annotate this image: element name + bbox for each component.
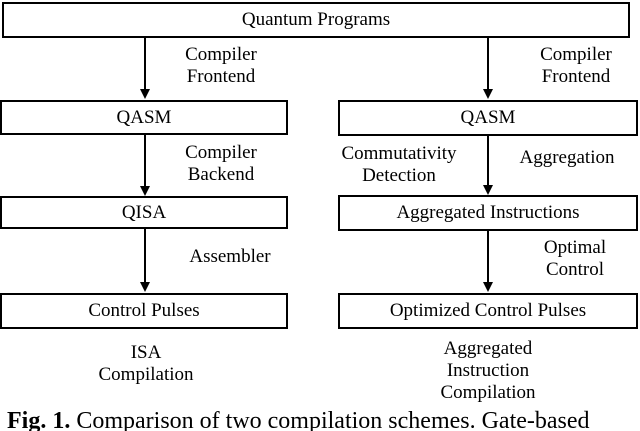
footer-aggregated-instruction-compilation: Aggregated Instruction Compilation: [440, 338, 536, 403]
flow-node-optimized-control-pulses: Optimized Control Pulses: [338, 293, 638, 329]
edge-label-assembler: Assembler: [189, 246, 271, 267]
arrow-left-assembler: [140, 229, 150, 292]
arrow-left-backend: [140, 135, 150, 196]
figure-caption-text: Comparison of two compilation schemes. G…: [70, 408, 590, 431]
figure-caption: Fig. 1. Comparison of two compilation sc…: [7, 406, 639, 431]
flow-node-qasm-right: QASM: [338, 100, 638, 136]
edge-label-commutativity-detection: Commutativity Detection: [341, 143, 457, 186]
edge-label-compiler-backend: Compiler Backend: [185, 142, 257, 185]
flow-node-quantum-programs: Quantum Programs: [2, 2, 630, 38]
arrow-right-optimal-control: [483, 231, 493, 292]
edge-label-compiler-frontend-left: Compiler Frontend: [185, 44, 257, 87]
arrow-right-frontend: [483, 38, 493, 99]
edge-label-optimal-control: Optimal Control: [543, 237, 607, 280]
arrow-left-frontend: [140, 38, 150, 99]
figure-caption-label: Fig. 1.: [7, 408, 71, 431]
flow-node-control-pulses: Control Pulses: [0, 293, 288, 329]
edge-label-aggregation: Aggregation: [519, 147, 615, 168]
edge-label-compiler-frontend-right: Compiler Frontend: [540, 44, 612, 87]
arrow-right-aggregation: [483, 136, 493, 195]
footer-isa-compilation: ISA Compilation: [98, 342, 194, 385]
flow-node-qasm-left: QASM: [0, 100, 288, 135]
flow-node-qisa: QISA: [0, 196, 288, 229]
flow-node-aggregated-instructions: Aggregated Instructions: [338, 195, 638, 231]
